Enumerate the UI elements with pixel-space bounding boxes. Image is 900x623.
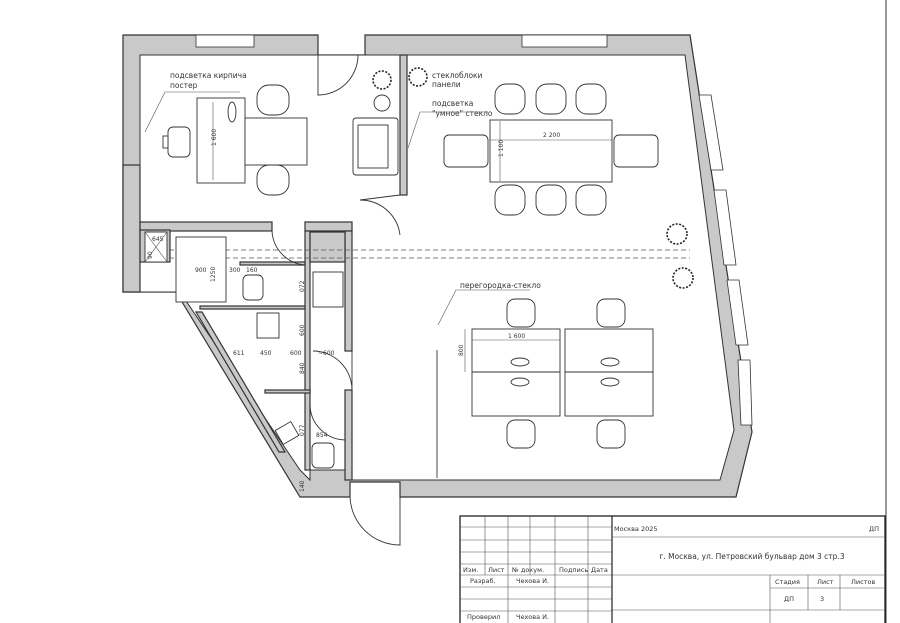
window-top-right <box>521 34 608 48</box>
chair <box>494 83 526 115</box>
desk-lamp <box>227 101 237 123</box>
svg-text:90: 90 <box>147 251 154 259</box>
doors <box>271 54 438 546</box>
svg-text:1 100: 1 100 <box>498 140 505 157</box>
sheet-value: 3 <box>820 595 824 603</box>
label-poster: постер <box>170 81 198 90</box>
toilet <box>311 442 335 469</box>
label-glass-blocks: стеклоблоки <box>432 71 483 80</box>
meeting-table <box>489 119 613 183</box>
window-right-3 <box>726 279 749 346</box>
sheet-label: Лист <box>817 578 834 586</box>
document-code: ДП <box>869 525 879 533</box>
meeting-room <box>407 83 659 216</box>
svg-text:600: 600 <box>290 350 302 357</box>
chair <box>575 83 607 115</box>
plant-icon <box>666 223 688 245</box>
chair <box>535 184 567 216</box>
window-top-left <box>195 34 255 48</box>
svg-text:2 200: 2 200 <box>543 132 560 139</box>
svg-text:1 600: 1 600 <box>211 129 218 146</box>
toilet <box>242 274 264 301</box>
workstations <box>437 289 654 449</box>
developed-name: Чехова И. <box>516 577 549 585</box>
project-address: г. Москва, ул. Петровский бульвар дом 3 … <box>659 552 844 561</box>
armchair <box>443 134 489 168</box>
chair <box>256 84 290 116</box>
plant-icon <box>372 70 392 90</box>
svg-text:645: 645 <box>152 236 164 243</box>
sheets-label: Листов <box>851 578 875 586</box>
chair <box>575 184 607 216</box>
header-signature: Подпись <box>559 566 588 574</box>
label-brick-lighting: подсветка кирпича <box>170 71 247 80</box>
developed-label: Разраб. <box>470 577 496 585</box>
svg-text:~600: ~600 <box>318 350 335 357</box>
chair <box>596 298 626 328</box>
plant-icon <box>408 67 428 87</box>
plant-icon <box>672 267 694 289</box>
window-right-4 <box>737 359 753 426</box>
svg-text:1250: 1250 <box>210 267 217 282</box>
svg-text:611: 611 <box>233 350 245 357</box>
checked-label: Проверил <box>467 613 500 621</box>
svg-text:072: 072 <box>299 280 306 292</box>
header-date: Дата <box>591 566 608 574</box>
annotations: подсветка кирпича постер стеклоблоки пан… <box>170 71 541 290</box>
stage-label: Стадия <box>775 578 800 586</box>
round-table <box>373 94 391 112</box>
window-right-1 <box>698 94 724 171</box>
sink <box>312 271 344 308</box>
svg-text:600: 600 <box>299 324 306 336</box>
label-panels: панели <box>432 80 461 89</box>
svg-text:840: 840 <box>299 362 306 374</box>
header-change: Изм. <box>463 566 478 574</box>
chair <box>506 419 536 449</box>
office-desk <box>196 97 246 184</box>
office-chair <box>167 126 191 158</box>
title-block: Изм. Лист № докум. Подпись Дата Разраб. … <box>459 515 886 623</box>
stage-value: ДП <box>784 595 794 603</box>
office-desk-return <box>244 117 308 166</box>
window-right-2 <box>713 189 737 266</box>
svg-text:077: 077 <box>299 424 306 436</box>
svg-text:140: 140 <box>299 480 306 492</box>
sink <box>256 312 280 339</box>
workstation-desk <box>564 328 654 417</box>
armchair <box>613 134 659 168</box>
label-smart-glass: "умное" стекло <box>432 109 493 118</box>
header-sheet: Лист <box>488 566 505 574</box>
city-year: Москва 2025 <box>614 525 658 533</box>
svg-text:300: 300 <box>229 267 241 274</box>
office-furniture <box>144 67 694 289</box>
chair <box>535 83 567 115</box>
bathroom-fixtures <box>144 231 344 469</box>
label-glass-partition: перегородка-стекло <box>460 281 541 290</box>
svg-text:1 600: 1 600 <box>508 333 525 340</box>
header-doc-number: № докум. <box>511 566 544 574</box>
svg-text:450: 450 <box>260 350 272 357</box>
label-lighting: подсветка <box>432 99 473 108</box>
svg-text:854: 854 <box>316 432 328 439</box>
checked-name: Чехова И. <box>516 613 549 621</box>
chair <box>256 164 290 196</box>
svg-text:800: 800 <box>458 344 465 356</box>
chair <box>494 184 526 216</box>
svg-text:900: 900 <box>195 267 207 274</box>
chair <box>506 298 536 328</box>
dimensions: 1 600 2 200 1 100 1 600 800 645 90 900 1… <box>147 129 560 492</box>
sink <box>274 420 300 446</box>
workstation-desk <box>471 328 561 417</box>
bathtub <box>175 236 227 303</box>
svg-text:160: 160 <box>246 267 258 274</box>
chair <box>596 419 626 449</box>
